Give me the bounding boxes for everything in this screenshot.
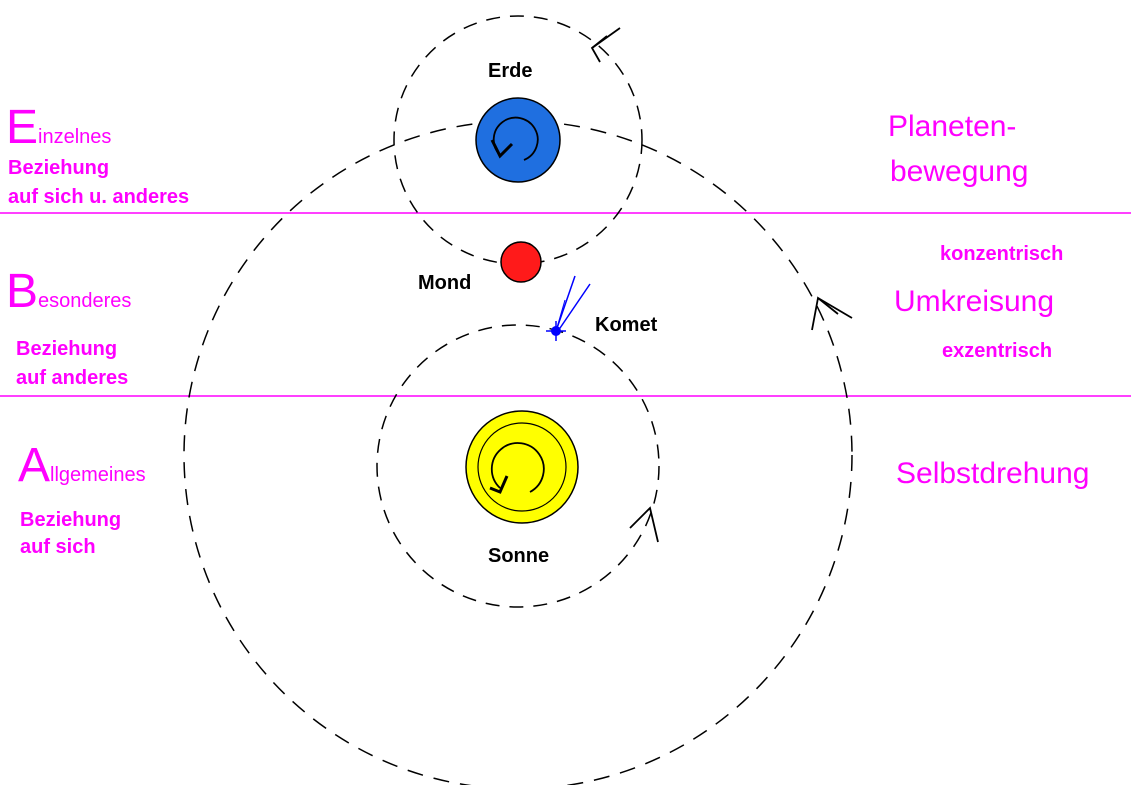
sun-inner-ring — [477, 422, 567, 512]
moon-orbit-arrow-tail — [591, 27, 621, 49]
besonderes-sub1: Beziehung — [16, 338, 118, 360]
selbstdrehung-label: Selbstdrehung — [896, 457, 1090, 490]
sonne-label: Sonne — [488, 545, 550, 567]
planeten-line2: bewegung — [890, 155, 1029, 188]
sun — [465, 410, 579, 524]
allgemeines-sub2: auf sich — [20, 536, 96, 558]
einzelnes-rest: inzelnes — [38, 126, 112, 148]
comet-orbit-arrow — [629, 506, 659, 543]
allgemeines-rest: llgemeines — [50, 464, 146, 486]
sun-rotation-icon — [490, 442, 545, 493]
exzentrisch-label: exzentrisch — [942, 340, 1053, 362]
moon — [500, 241, 542, 283]
einzelnes-sub1: Beziehung — [8, 157, 110, 179]
einzelnes-heading: Einzelnes — [6, 104, 111, 152]
umkreisung-label: Umkreisung — [894, 285, 1055, 318]
planeten-line1: Planeten- — [888, 110, 1017, 143]
comet-orbit — [376, 324, 660, 608]
konzentrisch-label: konzentrisch — [940, 243, 1064, 265]
besonderes-rest: esonderes — [38, 290, 132, 312]
comet-tail-2 — [557, 283, 591, 332]
earth-orbit-arrow-tail — [817, 297, 853, 319]
besonderes-initial: B — [6, 265, 39, 318]
earth-rotation-arrowhead — [490, 139, 514, 159]
comet-tail-3 — [555, 299, 566, 332]
komet-label: Komet — [595, 314, 658, 336]
erde-label: Erde — [488, 60, 533, 82]
sun-rotation-arrowhead — [489, 475, 509, 494]
mond-label: Mond — [418, 272, 472, 294]
allgemeines-sub1: Beziehung — [20, 509, 122, 531]
einzelnes-initial: E — [6, 101, 39, 154]
allgemeines-heading: Allgemeines — [18, 442, 146, 490]
earth — [475, 97, 561, 183]
besonderes-heading: Besonderes — [6, 268, 131, 316]
einzelnes-sub2: auf sich u. anderes — [8, 186, 190, 208]
besonderes-sub2: auf anderes — [16, 367, 129, 389]
allgemeines-initial: A — [18, 439, 51, 492]
